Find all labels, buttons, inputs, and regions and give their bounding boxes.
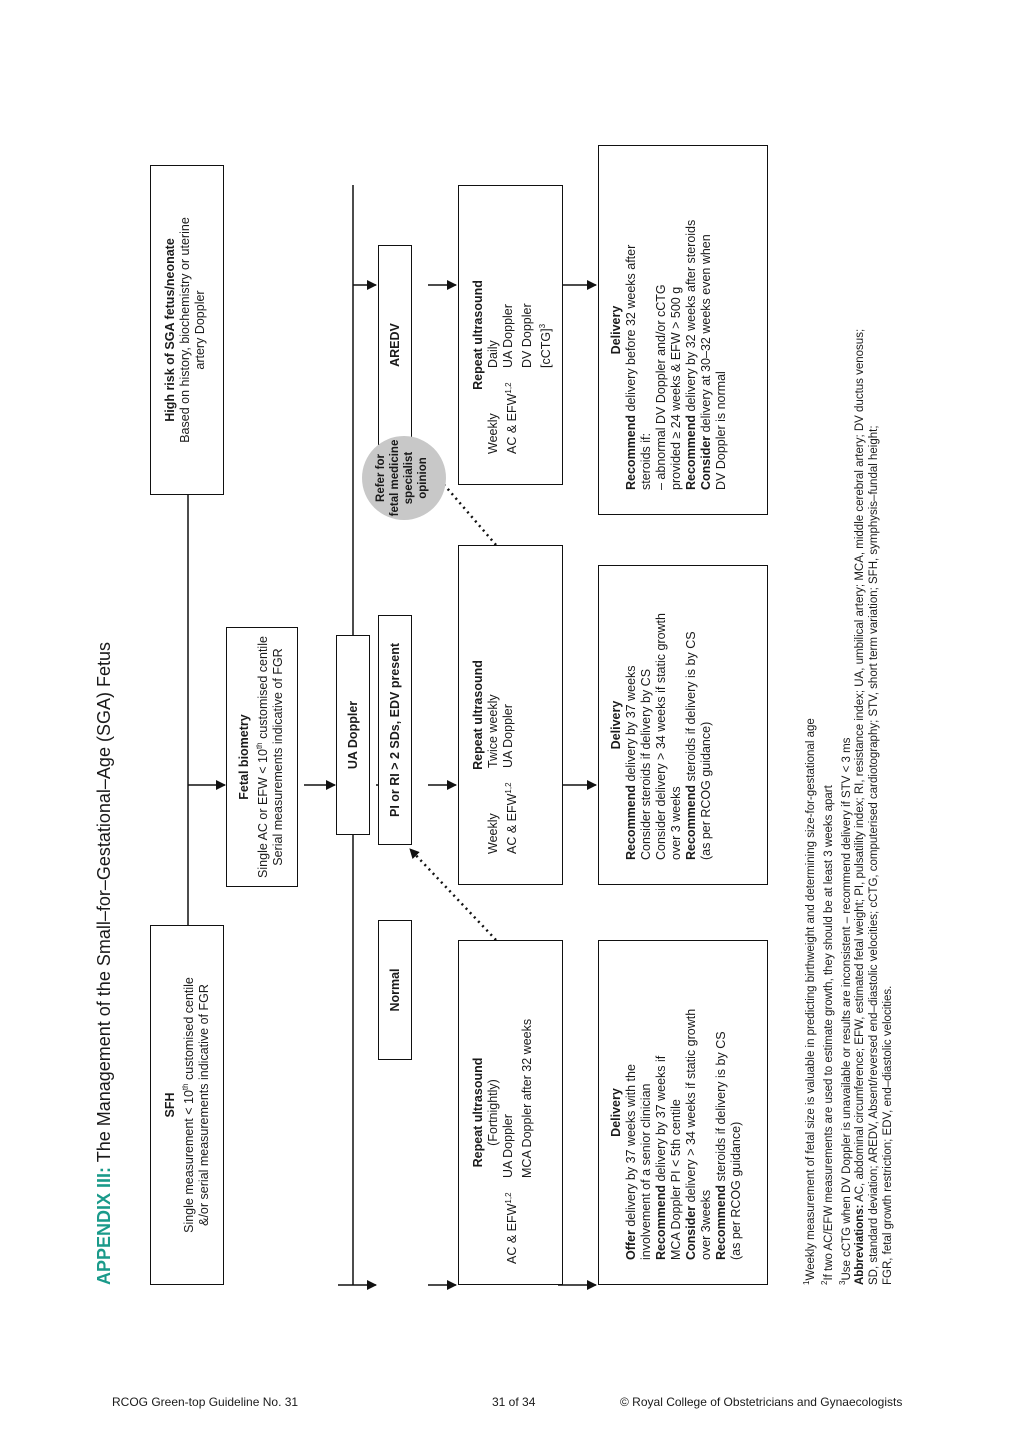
repeat-aredv-ac: AC & EFW1,2	[504, 382, 520, 454]
repeat-aredv-dv: DV Doppler	[520, 303, 535, 368]
repeat-normal-mca: MCA Doppler after 32 weeks	[520, 1018, 535, 1178]
delivery-normal-line: (as per RCOG guidance)	[729, 1121, 743, 1260]
refer-line2: fetal medicine	[389, 439, 401, 517]
biometry-line1: Single AC or EFW < 10th customised centi…	[255, 636, 271, 878]
delivery-pi-line: Consider steroids if delivery by CS	[639, 668, 653, 860]
abbreviations-line1: AC, abdominal circumference; EFW, estima…	[854, 328, 867, 1205]
delivery-aredv-lines: Recommend delivery before 32 weeks after…	[624, 170, 729, 490]
delivery-aredv-line: Recommend delivery before 32 weeks after	[624, 244, 638, 490]
delivery-normal-line: involvement of a senior clinician	[639, 1083, 653, 1260]
repeat-pi-heading: Repeat ultrasound	[471, 660, 485, 770]
sfh-line1: Single measurement < 10th customised cen…	[181, 977, 197, 1233]
footer-guideline: RCOG Green-top Guideline No. 31	[112, 1395, 299, 1409]
sfh-box: SFH Single measurement < 10th customised…	[150, 925, 224, 1285]
delivery-aredv-line: steroids if:	[639, 433, 653, 490]
delivery-aredv-line: – abnormal DV Doppler and/or cCTG	[654, 284, 668, 490]
repeat-normal-ua: UA Doppler	[501, 1114, 515, 1178]
aredv-box: AREDV	[378, 245, 412, 445]
biometry-line2: Serial measurements indicative of FGR	[271, 648, 286, 866]
delivery-normal-line: Recommend steroids if delivery is by CS	[714, 1031, 728, 1260]
abbreviations-label: Abbreviations:	[854, 1204, 867, 1285]
delivery-pi-line: Recommend steroids if delivery is by CS	[684, 631, 698, 860]
delivery-aredv-box: Delivery Recommend delivery before 32 we…	[598, 145, 768, 515]
repeat-pi-box: Repeat ultrasound Weekly Twice weekly AC …	[458, 545, 563, 885]
repeat-normal-box: Repeat ultrasound (Fortnightly) AC & EFW…	[458, 940, 563, 1285]
delivery-normal-line: over 3weeks	[699, 1189, 713, 1260]
biometry-heading: Fetal biometry	[237, 714, 251, 800]
refer-line3: specialist	[403, 451, 415, 505]
repeat-normal-heading: Repeat ultrasound	[471, 1057, 485, 1168]
footnote: 2If two AC/EFW measurements are used to …	[819, 785, 835, 1285]
high-risk-heading: High risk of SGA fetus/neonate	[163, 238, 177, 422]
delivery-normal-heading: Delivery	[609, 1088, 623, 1137]
rotated-flowchart: APPENDIX III: The Management of the Smal…	[88, 135, 908, 1290]
delivery-pi-line: (as per RCOG guidance)	[699, 721, 713, 860]
footnote-list: 1Weekly measurement of fetal size is val…	[800, 135, 853, 1285]
delivery-aredv-line: DV Doppler is normal	[714, 371, 728, 490]
repeat-aredv-weekly: Weekly	[486, 413, 500, 454]
repeat-pi-ua: UA Doppler	[501, 704, 515, 768]
footnotes: 1Weekly measurement of fetal size is val…	[800, 135, 895, 1285]
delivery-normal-line: Recommend delivery by 37 weeks if	[654, 1055, 668, 1260]
repeat-aredv-ua: UA Doppler	[501, 304, 515, 368]
high-risk-box: High risk of SGA fetus/neonate Based on …	[150, 165, 224, 495]
delivery-aredv-line: Recommend delivery by 32 weeks after ste…	[684, 219, 698, 490]
repeat-aredv-daily: Daily	[486, 340, 500, 368]
delivery-aredv-line: Consider delivery at 30–32 weeks even wh…	[699, 234, 713, 490]
repeat-pi-weekly: Weekly	[486, 813, 500, 854]
refer-line1: Refer for	[375, 454, 387, 502]
delivery-pi-line: Recommend delivery by 37 weeks	[624, 665, 638, 860]
repeat-normal-sub: (Fortnightly)	[486, 1079, 500, 1146]
delivery-aredv-heading: Delivery	[609, 305, 623, 355]
footer-copyright: © Royal College of Obstetricians and Gyn…	[620, 1395, 903, 1409]
abbreviations-line3: FGR, fetal growth restriction; EDV, end–…	[882, 985, 895, 1285]
biometry-box: Fetal biometry Single AC or EFW < 10th c…	[226, 627, 298, 887]
delivery-pi-heading: Delivery	[609, 700, 623, 750]
delivery-normal-box: Delivery Offer delivery by 37 weeks with…	[598, 940, 768, 1285]
delivery-pi-line: over 3 weeks	[669, 786, 683, 860]
delivery-normal-line: Offer delivery by 37 weeks with the	[624, 1064, 638, 1260]
delivery-aredv-line: provided ≥ 24 weeks & EFW > 500 g	[669, 286, 683, 490]
abbreviations: Abbreviations: AC, abdominal circumferen…	[853, 135, 867, 1285]
repeat-aredv-box: Repeat ultrasound Weekly Daily AC & EFW1,…	[458, 185, 563, 485]
repeat-normal-ac: AC & EFW1,2	[504, 1192, 520, 1264]
ua-doppler-box: UA Doppler	[336, 635, 370, 835]
delivery-normal-line: Consider delivery > 34 weeks if static g…	[684, 1008, 698, 1260]
high-risk-line1: Based on history, biochemistry or uterin…	[178, 217, 192, 443]
sfh-line2: &/or serial measurements indicative of F…	[197, 984, 212, 1226]
repeat-aredv-heading: Repeat ultrasound	[471, 280, 485, 390]
sfh-heading: SFH	[163, 1092, 177, 1118]
footnote: 1Weekly measurement of fetal size is val…	[802, 718, 817, 1285]
normal-box: Normal	[378, 920, 412, 1060]
repeat-aredv-cctg: [cCTG]3	[538, 323, 554, 368]
repeat-pi-ac: AC & EFW1,2	[504, 782, 520, 854]
delivery-pi-line: Consider delivery > 34 weeks if static g…	[654, 613, 668, 860]
footer-page-number: 31 of 34	[492, 1395, 536, 1409]
refer-line4: opinion	[417, 457, 429, 499]
high-risk-line2: artery Doppler	[193, 290, 207, 370]
delivery-normal-line: MCA Doppler PI < 5th centile	[669, 1099, 683, 1260]
repeat-pi-twice: Twice weekly	[486, 694, 500, 768]
refer-circle: Refer for fetal medicine specialist opin…	[362, 436, 446, 520]
abbreviations-line2: SD, standard deviation; AREDV, Absent/re…	[868, 425, 881, 1285]
footnote: 3Use cCTG when DV Doppler is unavailable…	[837, 737, 853, 1285]
pi-ri-box: PI or RI > 2 SDs, EDV present	[378, 615, 412, 845]
